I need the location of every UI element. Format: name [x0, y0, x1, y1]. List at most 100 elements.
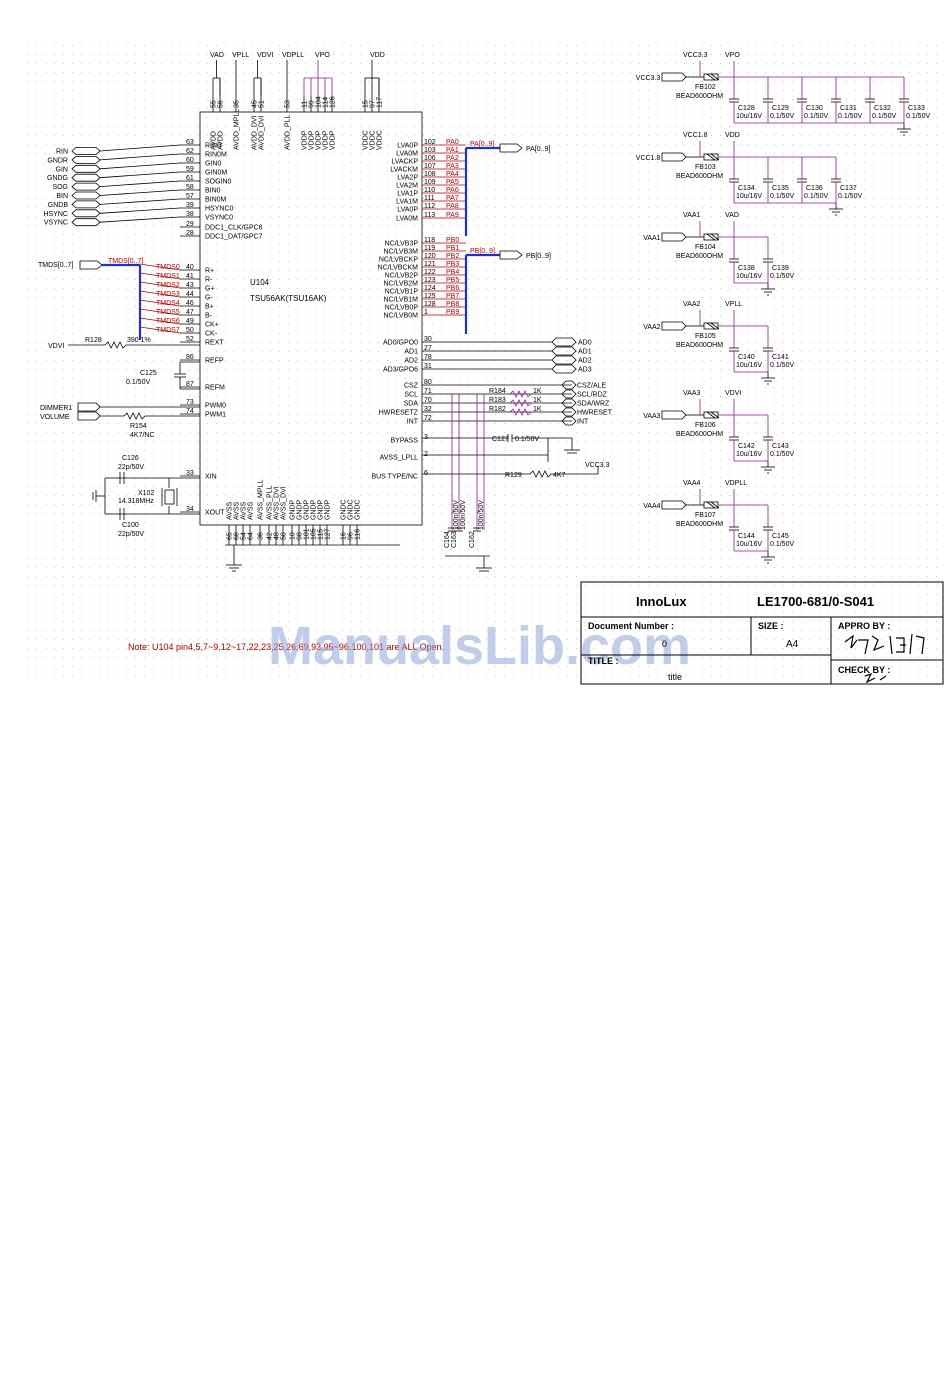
pin-net: PA7 [446, 195, 459, 202]
pin-number: 71 [424, 388, 432, 395]
tmds-net: TMDS3 [156, 291, 180, 298]
pin-net: PB3 [446, 261, 459, 268]
pin-name: B+ [205, 304, 214, 311]
pin-number: 118 [424, 237, 435, 244]
rail-label: VDD [370, 52, 385, 59]
ic-part: TSU56AK(TSU16AK) [250, 294, 327, 303]
pin-name: AVSS_DVI [274, 486, 281, 520]
pin-name: AVDD_PLL [285, 115, 292, 150]
power-net-label: VAA1 [683, 212, 700, 219]
pin-number: 58 [281, 532, 288, 540]
ic-top-pins: 55AVDD56AVDD35AVDD_MPLL45AVDD_DVI51AVDD_… [211, 96, 384, 150]
power-net-label: VAA2 [683, 301, 700, 308]
rail-label: VPLL [232, 52, 249, 59]
c100-val: 22p/50V [118, 531, 144, 538]
power-source-label: VCC3.3 [636, 75, 661, 82]
resistor-val: 1K [533, 397, 542, 404]
tmds-net: TMDS4 [156, 300, 180, 307]
title-block: InnoLux LE1700-681/0-S041 Document Numbe… [580, 581, 944, 685]
pin-number: 60 [186, 157, 194, 164]
pin-number: 103 [424, 147, 436, 154]
cap-ref: C164 [444, 531, 451, 548]
pin-number: 28 [186, 230, 194, 237]
fb-ref: FB102 [695, 84, 716, 91]
bidir-port-icon [561, 416, 577, 426]
pin-number: 87 [186, 381, 194, 388]
pin-name: AD3/GPO6 [383, 367, 418, 374]
fb-ref: FB105 [695, 333, 716, 340]
pin-name: AVDD [218, 131, 225, 150]
pin-number: 36 [258, 532, 265, 540]
resistor-val: 1K [533, 406, 542, 413]
pin-number: 86 [186, 354, 194, 361]
resistor-r128-icon [104, 341, 127, 349]
pin-name: SDA [404, 401, 419, 408]
pin-number: 70 [424, 397, 432, 404]
pin-number: 39 [186, 202, 194, 209]
cap-ref: C128 [738, 105, 755, 112]
power-source-label: VCC1.8 [636, 155, 661, 162]
pin-name: R- [205, 277, 213, 284]
pin-name: NC/LVB3M [384, 249, 419, 256]
cap-val: 0.1/50V [770, 273, 794, 280]
power-source-label: VAA3 [643, 413, 660, 420]
cap-val: 10u/16V [736, 193, 762, 200]
cap-val: 0.1/50V [906, 113, 930, 120]
pa-bus-net: PA[0..9] [470, 141, 494, 148]
pin-name: NC/LVBCKM [378, 265, 418, 272]
power-block: VCC3.3VCC3.3FB102BEAD600OHMVPOC12810u/16… [636, 52, 930, 136]
pin-name: GNDC [348, 499, 355, 520]
r154-val: 4K7/NC [130, 432, 155, 439]
refp-refm-cap: C125 0.1/50V [126, 361, 200, 390]
resistor-icon [509, 399, 532, 407]
pin-name: RIN0 [205, 143, 221, 150]
bidir-port-icon [551, 346, 577, 356]
pin-number: 120 [424, 253, 436, 260]
tmds-net: TMDS1 [156, 273, 180, 280]
rail-label: VDPLL [282, 52, 304, 59]
pin-number: 6 [424, 470, 428, 477]
pin-name: AVDD_MPLL [234, 109, 241, 150]
pin-name: GNDP [311, 499, 318, 520]
tmds-port-icon [79, 260, 103, 270]
pin-name: XIN [205, 474, 217, 481]
pin-number: 10 [290, 532, 297, 540]
pin-number: 46 [186, 300, 194, 307]
pin-number: 52 [186, 336, 194, 343]
rail-label: VDVI [257, 52, 273, 59]
pin-net: PA4 [446, 171, 459, 178]
pin-number: 108 [424, 171, 436, 178]
pin-number: 113 [424, 212, 435, 219]
pin-number: 111 [424, 195, 435, 202]
pin-name: XOUT [205, 510, 225, 517]
pin-number: 27 [424, 345, 432, 352]
tmds-bus: TMDS[0..7] TMDS[0..7] TMDS0TMDS1TMDS2TMD… [38, 258, 181, 340]
cap-ref: C140 [738, 354, 755, 361]
crystal-x102-icon [164, 489, 175, 505]
pin-name: AD2 [404, 358, 418, 365]
x102-ref: X102 [138, 490, 154, 497]
pin-number: 119 [424, 245, 435, 252]
pin-name: LVA0M [396, 151, 418, 158]
pin-name: GNDP [290, 499, 297, 520]
cap-ref: C136 [806, 185, 823, 192]
ad-output-label: AD0 [578, 340, 592, 347]
pin-net: PA1 [446, 147, 459, 154]
pin-number: 1 [424, 309, 428, 316]
pin-name: VDDC [370, 130, 377, 150]
pin-name: REFP [205, 358, 224, 365]
pin-number: 53 [285, 100, 292, 108]
ic-bottom-pins: AVSS65AVSS66AVSS54AVSS64AVSS_MPLL36AVSS_… [225, 480, 400, 572]
r128-ref: R128 [85, 337, 102, 344]
pin-net: PA6 [446, 187, 459, 194]
pin-number: 65 [227, 532, 234, 540]
pin-name: GNDP [297, 499, 304, 520]
fb-ref: FB106 [695, 422, 716, 429]
pin-name: HSYNC0 [205, 206, 234, 213]
pin-number: 125 [424, 293, 436, 300]
